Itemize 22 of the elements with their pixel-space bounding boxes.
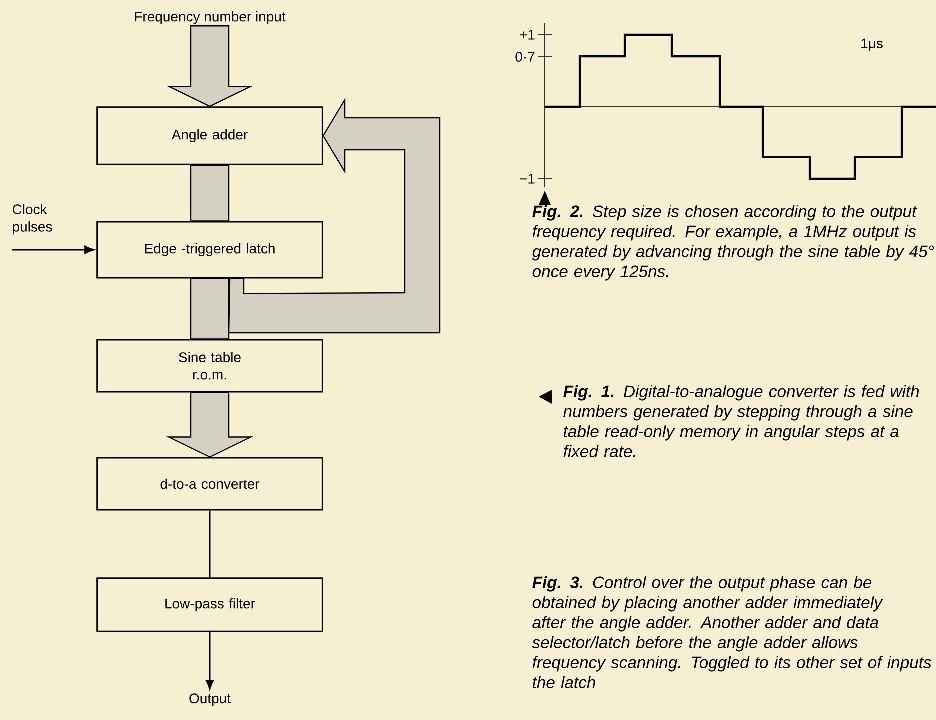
axis-label: 0·7: [516, 52, 535, 62]
bus-arrow: [166, 392, 254, 458]
process-box: Edge -triggered latch: [96, 221, 324, 279]
arrow: [12, 246, 94, 254]
process-box: d-to-a converter: [96, 457, 324, 511]
axis-label: 1μs: [862, 38, 883, 52]
bus-arrow: [166, 26, 254, 108]
arrow: [206, 632, 214, 690]
figure-caption: Fig. 1. Digital-to-analogue converter is fed with numbers generated by stepping through a sine table read-only memory in angular steps at a fixed rate.: [564, 385, 920, 458]
bus-arrow: [190, 164, 230, 222]
axis-label: −1: [520, 174, 535, 184]
process-box: Sine table r.o.m.: [96, 339, 324, 393]
figure-caption: Fig. 3. Control over the output phase can be obtained by placing another adder immediately after the angle adder. Another adder and data selector/latch before the angle adder allows frequency scanning. Toggled to its other set of inputs the latch: [532, 576, 932, 688]
process-box: Low-pass filter: [96, 578, 324, 632]
signal-label: Output: [190, 694, 231, 706]
bus-arrow: [190, 278, 230, 340]
figure-caption: Fig. 2. Step size is chosen according to the output frequency required. For example, a 1MHz output is generated by advancing through the sine table by 45° once every 125ns.: [532, 205, 934, 281]
bus-arrow: [228, 98, 441, 334]
signal-label: Frequency number input: [135, 11, 286, 25]
signal-label: Clock pulses: [12, 204, 52, 235]
axis-label: +1: [520, 30, 535, 40]
process-box: Angle adder: [96, 106, 324, 166]
